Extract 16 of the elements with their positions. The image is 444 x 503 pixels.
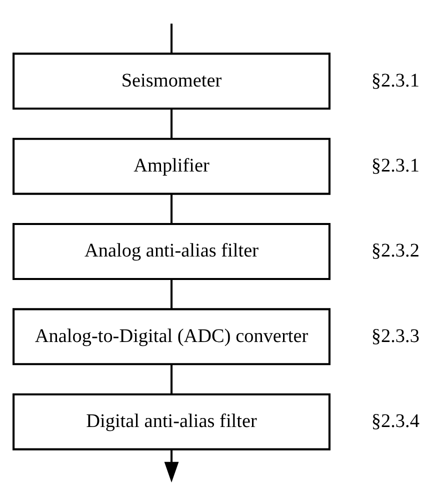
node-box: Analog anti-alias filter bbox=[12, 223, 331, 280]
connector bbox=[170, 364, 173, 394]
node-label: §2.3.3 bbox=[371, 326, 420, 347]
node-label: §2.3.4 bbox=[371, 410, 420, 432]
node-label: §2.3.1 bbox=[371, 155, 420, 176]
node-label: §2.3.1 bbox=[371, 70, 420, 92]
node-box: Seismometer bbox=[12, 52, 331, 110]
connector bbox=[170, 24, 173, 54]
connector bbox=[170, 279, 173, 309]
node-box: Digital anti-alias filter bbox=[12, 393, 331, 450]
connector bbox=[170, 109, 173, 138]
node-box: Analog-to-Digital (ADC) converter bbox=[12, 308, 331, 366]
node-box: Amplifier bbox=[12, 138, 331, 195]
node-label: §2.3.2 bbox=[371, 240, 420, 262]
connector bbox=[170, 194, 173, 224]
arrow bbox=[164, 449, 179, 482]
